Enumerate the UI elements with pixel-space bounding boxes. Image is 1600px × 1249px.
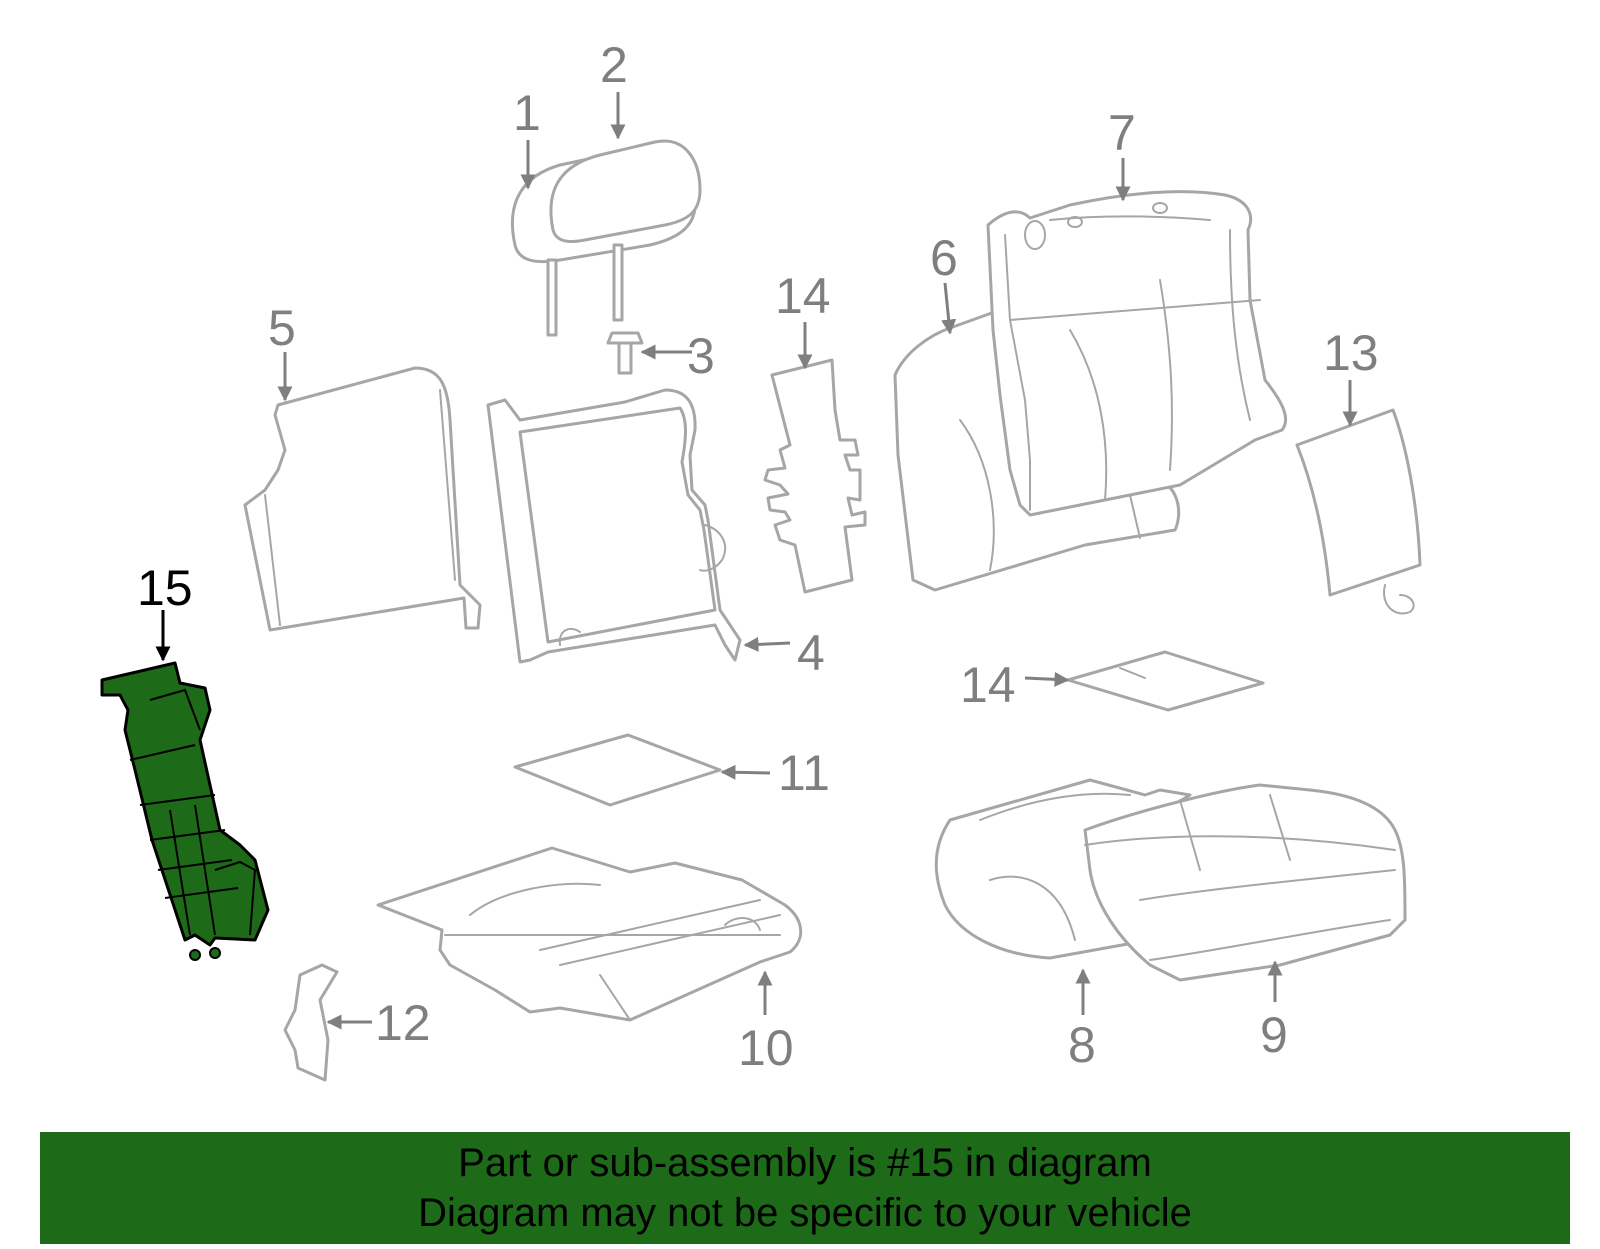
part-14-lower-heater-pad[interactable] <box>1066 650 1265 712</box>
leader-arrows <box>155 92 1358 1030</box>
callout-4: 4 <box>797 625 825 681</box>
part-10-cushion-frame[interactable] <box>376 846 803 1022</box>
part-15-selected-component[interactable] <box>100 661 270 961</box>
part-info-banner: Part or sub-assembly is #15 in diagram D… <box>40 1132 1570 1244</box>
callout-14-upper: 14 <box>775 268 831 324</box>
callout-8: 8 <box>1068 1017 1096 1073</box>
part-9-cushion-cover[interactable] <box>1083 783 1407 982</box>
callout-1: 1 <box>513 85 541 141</box>
callout-7: 7 <box>1108 105 1136 161</box>
callout-2: 2 <box>600 37 628 93</box>
callout-15: 15 <box>137 560 193 616</box>
callout-11: 11 <box>778 745 830 801</box>
banner-line-disclaimer: Diagram may not be specific to your vehi… <box>418 1191 1192 1235</box>
part-4-back-frame[interactable] <box>486 388 742 664</box>
callout-6: 6 <box>930 230 958 286</box>
part-3-guide[interactable] <box>606 331 644 375</box>
seat-parts-diagram: 1 2 3 4 5 6 7 8 9 10 11 12 13 14 14 15 <box>100 37 1422 1082</box>
part-13-panel[interactable] <box>1295 408 1422 615</box>
part-1-2-headrest[interactable] <box>510 139 702 337</box>
banner-line-part: Part or sub-assembly is #15 in diagram <box>458 1141 1152 1185</box>
part-11-seat-heater-pad[interactable] <box>513 733 722 807</box>
part-5-back-panel[interactable] <box>243 366 482 632</box>
callout-labels: 1 2 3 4 5 6 7 8 9 10 11 12 13 14 14 15 <box>137 37 1379 1076</box>
callout-10: 10 <box>738 1020 794 1076</box>
part-14-upper-heater-pad[interactable] <box>763 358 867 594</box>
part-7-back-cover[interactable] <box>986 190 1288 517</box>
callout-12: 12 <box>375 995 431 1051</box>
part-12-clip[interactable] <box>283 963 339 1082</box>
callout-3: 3 <box>687 328 715 384</box>
callout-13: 13 <box>1323 325 1379 381</box>
callout-14-lower: 14 <box>960 657 1016 713</box>
callout-9: 9 <box>1260 1007 1288 1063</box>
callout-5: 5 <box>268 300 296 356</box>
